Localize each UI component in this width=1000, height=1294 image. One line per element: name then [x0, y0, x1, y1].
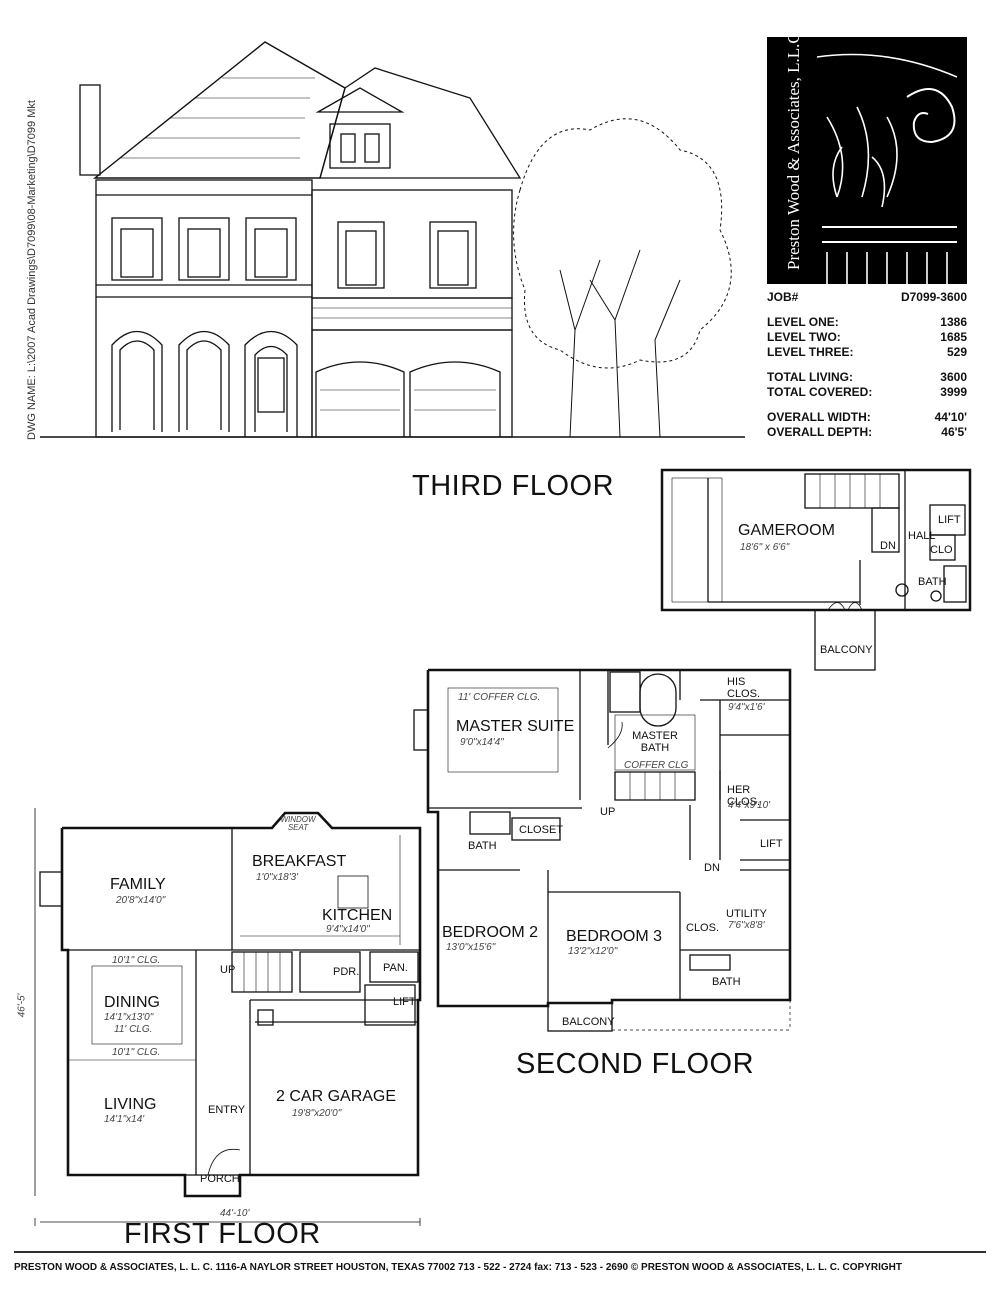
- third-hall-label: HALL: [908, 530, 936, 542]
- master-suite-label: MASTER SUITE: [456, 718, 575, 735]
- bedroom3-label: BEDROOM 3: [566, 928, 663, 945]
- third-floor-plan: [660, 468, 972, 671]
- clos-label: CLOS.: [686, 922, 720, 934]
- master-bath-label: MASTER BATH: [632, 730, 678, 754]
- company-name: Preston Wood & Associates, L.L.C.: [784, 37, 803, 270]
- second-floor-plan: [413, 668, 792, 1032]
- third-floor-title: THIRD FLOOR: [412, 470, 615, 502]
- total-living-value: 3600: [940, 370, 967, 384]
- third-dn-label: DN: [880, 540, 896, 552]
- bedroom2-dim: 13'0"x15'6": [446, 942, 496, 953]
- clg1-label: 10'1" CLG.: [112, 955, 161, 966]
- job-value: D7099-3600: [900, 290, 967, 304]
- total-covered-value: 3999: [940, 385, 967, 399]
- family-dim: 20'8"x14'0": [116, 895, 166, 906]
- third-lift-label: LIFT: [938, 514, 961, 526]
- his-clos-dim: 9'4"x1'6': [728, 702, 765, 713]
- closet-label: CLOSET: [519, 824, 564, 836]
- utility-label: UTILITY: [726, 908, 767, 920]
- his-clos-label: HIS CLOS.: [727, 676, 761, 700]
- breakfast-label: BREAKFAST: [252, 853, 347, 870]
- level-three-label: LEVEL THREE:: [767, 345, 854, 359]
- overall-depth-value: 46'5': [941, 425, 967, 439]
- first-floor-title: FIRST FLOOR: [124, 1218, 321, 1250]
- job-label: JOB#: [767, 290, 799, 304]
- overall-width-label: OVERALL WIDTH:: [767, 410, 871, 424]
- second-lift-label: LIFT: [760, 838, 783, 850]
- breakfast-dim: 1'0"x18'3': [256, 872, 299, 883]
- kitchen-label: KITCHEN: [322, 907, 393, 924]
- level-two-label: LEVEL TWO:: [767, 330, 841, 344]
- project-stats: JOB# D7099-3600 LEVEL ONE: 1386 LEVEL TWO:…: [767, 290, 967, 440]
- clg3-label: 10'1" CLG.: [112, 1047, 161, 1058]
- footer-address: PRESTON WOOD & ASSOCIATES, L. L. C. 1116…: [14, 1262, 902, 1273]
- second-balcony-label: BALCONY: [562, 1016, 615, 1028]
- her-clos-label: HER CLOS.: [727, 784, 761, 808]
- garage-label: 2 CAR GARAGE: [276, 1088, 397, 1105]
- pan-label: PAN.: [383, 962, 408, 974]
- first-floor-plan: [34, 808, 422, 1226]
- coffer-clg-label: 11' COFFER CLG.: [458, 692, 541, 703]
- living-label: LIVING: [104, 1096, 157, 1113]
- family-label: FAMILY: [110, 876, 166, 893]
- garage-dim: 19'8"x20'0": [292, 1108, 342, 1119]
- third-bath-label: BATH: [918, 576, 947, 588]
- third-clo-label: CLO: [930, 544, 953, 556]
- dwg-name: DWG NAME: L:\2007 Acad Drawings\D7099\08…: [26, 100, 38, 440]
- coffer-clg2-label: COFFER CLG: [624, 760, 689, 771]
- total-living-label: TOTAL LIVING:: [767, 370, 853, 384]
- pdr-label: PDR.: [333, 966, 360, 978]
- second-up-label: UP: [600, 806, 616, 818]
- third-balcony-label: BALCONY: [820, 644, 873, 656]
- bedroom2-label: BEDROOM 2: [442, 924, 539, 941]
- her-clos-dim: 4'4"x9'10': [728, 800, 771, 811]
- total-covered-label: TOTAL COVERED:: [767, 385, 873, 399]
- first-up-label: UP: [220, 964, 236, 976]
- column-capital-icon: [816, 53, 958, 284]
- level-one-label: LEVEL ONE:: [767, 315, 839, 329]
- depth-dim: 46'-5': [16, 993, 28, 1018]
- second-dn-label: DN: [704, 862, 720, 874]
- second-floor-title: SECOND FLOOR: [516, 1048, 755, 1080]
- dining-dim: 14'1"x13'0": [104, 1012, 154, 1023]
- second-bath-label: BATH: [468, 840, 497, 852]
- master-suite-dim: 9'0"x14'4": [460, 737, 504, 748]
- level-three-value: 529: [946, 345, 967, 359]
- utility-dim: 7'6"x8'8': [728, 920, 765, 931]
- first-lift-label: LIFT: [393, 996, 416, 1008]
- overall-width-value: 44'10': [934, 410, 967, 424]
- clg2-label: 11' CLG.: [114, 1024, 153, 1035]
- dining-label: DINING: [104, 994, 160, 1011]
- bedroom3-dim: 13'2"x12'0": [568, 946, 618, 957]
- front-elevation: [40, 41, 745, 438]
- gameroom-label: GAMEROOM: [738, 522, 835, 539]
- living-dim: 14'1"x14': [104, 1114, 145, 1125]
- entry-label: ENTRY: [208, 1104, 246, 1116]
- kitchen-dim: 9'4"x14'0": [326, 924, 370, 935]
- gameroom-dim: 18'6" x 6'6": [740, 542, 790, 553]
- second-bath2-label: BATH: [712, 976, 741, 988]
- width-dim: 44'-10': [220, 1208, 250, 1219]
- porch-label: PORCH: [200, 1173, 240, 1185]
- company-logo: Preston Wood & Associates, L.L.C.: [767, 37, 967, 284]
- window-seat-label: WINDOW SEAT: [280, 815, 316, 832]
- level-one-value: 1386: [940, 315, 967, 329]
- overall-depth-label: OVERALL DEPTH:: [767, 425, 873, 439]
- level-two-value: 1685: [940, 330, 967, 344]
